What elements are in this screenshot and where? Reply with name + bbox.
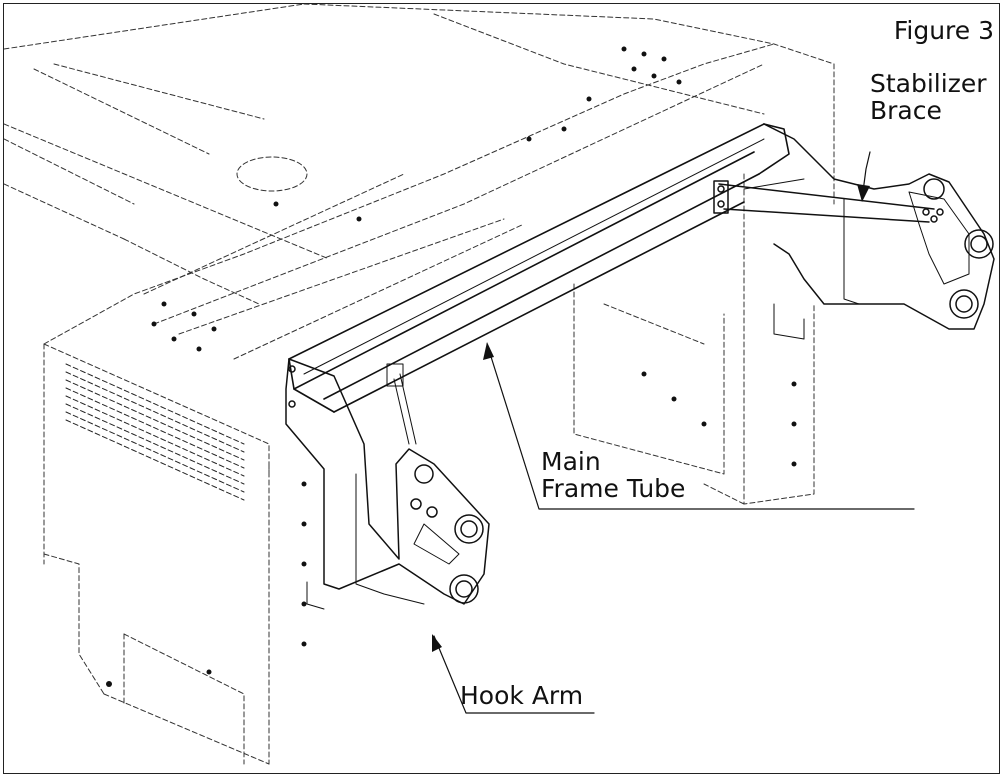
right-hook-arm [763,123,995,340]
stabilizer-brace-label: Stabilizer Brace [870,70,986,124]
hook-arm-label-line1: Hook Arm [460,681,584,710]
stabilizer-brace-label-line2: Brace [870,96,942,125]
main-frame-tube-label-line1: Main [541,447,601,476]
left-hook-arm [285,358,490,610]
stabilizer-brace-part [713,178,944,223]
main-frame-tube [288,123,790,413]
stabilizer-brace-label-line1: Stabilizer [870,69,987,98]
main-frame-tube-label: Main Frame Tube [541,448,685,502]
main-frame-tube-label-line2: Frame Tube [541,474,686,503]
assembly-drawing [4,4,995,765]
figure-frame: Figure 3 Stabilizer Brace Main Frame Tub… [3,3,1000,774]
mounting-holes [106,46,797,687]
vent-slots [65,363,245,501]
machine-body [4,4,835,765]
leader-arrowheads [432,184,870,652]
leader-lines [433,151,915,714]
hook-arm-label: Hook Arm [460,682,583,709]
figure-number: Figure 3 [893,16,994,45]
